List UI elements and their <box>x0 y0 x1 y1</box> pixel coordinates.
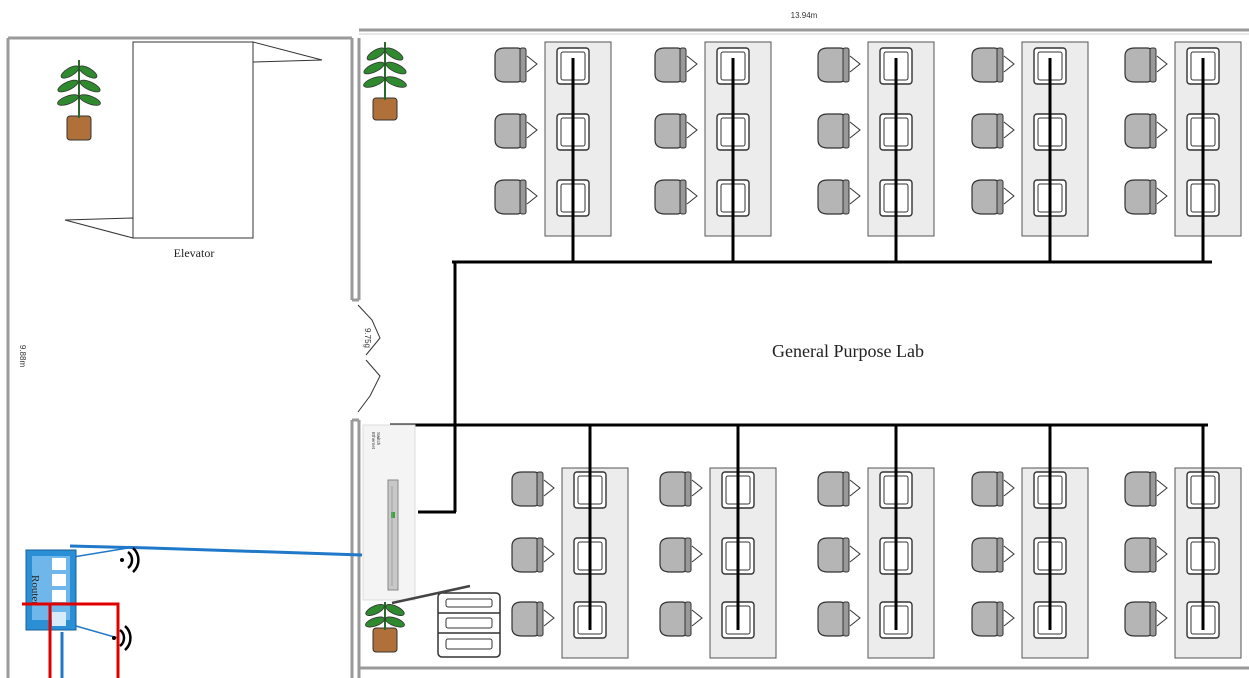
chair-icon <box>1124 47 1168 83</box>
chair-icon <box>1124 601 1168 637</box>
chair-icon <box>817 179 861 215</box>
wifi-signal-icon <box>112 625 132 651</box>
room-label: General Purpose Lab <box>772 341 924 361</box>
chair-icon <box>817 537 861 573</box>
chair-icon <box>971 179 1015 215</box>
chair-icon <box>971 601 1015 637</box>
chair-icon <box>971 537 1015 573</box>
chair-icon <box>817 471 861 507</box>
wifi-signal-icon <box>120 547 140 573</box>
chair-icon <box>654 179 698 215</box>
chair-icon <box>817 113 861 149</box>
plant-icon <box>363 42 407 121</box>
chair-icon <box>654 47 698 83</box>
ethernet-switch <box>362 424 416 601</box>
double-door <box>352 298 381 422</box>
plant-icon <box>57 60 101 141</box>
chair-icon <box>1124 537 1168 573</box>
chair-icon <box>817 47 861 83</box>
chair-icon <box>971 471 1015 507</box>
dimension-left-label: 9.88m <box>18 345 27 368</box>
chair-icon <box>659 471 703 507</box>
chair-icon <box>1124 179 1168 215</box>
workstation-cluster <box>511 425 629 659</box>
switch-label-line2: Switch <box>376 432 381 446</box>
switch-label-line1: Ethernet <box>371 432 376 450</box>
workstation-cluster <box>1124 425 1242 659</box>
door-label: 9.75g <box>363 328 372 348</box>
dimension-top-label: 13.94m <box>791 11 818 20</box>
workstation-cluster <box>817 41 935 262</box>
ethernet-backbone <box>390 260 1212 514</box>
plant-icon <box>365 602 405 653</box>
chair-icon <box>817 601 861 637</box>
chair-icon <box>494 113 538 149</box>
workstation-cluster <box>654 41 772 262</box>
workstation-cluster <box>1124 41 1242 262</box>
workstation-cluster <box>659 425 777 659</box>
workstation-cluster <box>494 41 612 262</box>
chair-icon <box>494 179 538 215</box>
chair-icon <box>511 471 555 507</box>
chair-icon <box>511 537 555 573</box>
chair-icon <box>659 537 703 573</box>
server-icon <box>437 592 501 658</box>
router-label: Router <box>29 575 41 605</box>
chair-icon <box>1124 113 1168 149</box>
workstation-clusters <box>494 41 1242 659</box>
chair-icon <box>1124 471 1168 507</box>
elevator <box>64 41 323 239</box>
chair-icon <box>971 47 1015 83</box>
server-link <box>391 584 471 605</box>
chair-icon <box>494 47 538 83</box>
chair-icon <box>654 113 698 149</box>
chair-icon <box>971 113 1015 149</box>
workstation-cluster <box>971 41 1089 262</box>
wifi-link-cable <box>69 544 363 557</box>
chair-icon <box>659 601 703 637</box>
workstation-cluster <box>971 425 1089 659</box>
chair-icon <box>511 601 555 637</box>
workstation-cluster <box>817 425 935 659</box>
walls <box>6 28 1249 678</box>
elevator-label: Elevator <box>174 246 215 260</box>
power-lines <box>22 602 120 678</box>
